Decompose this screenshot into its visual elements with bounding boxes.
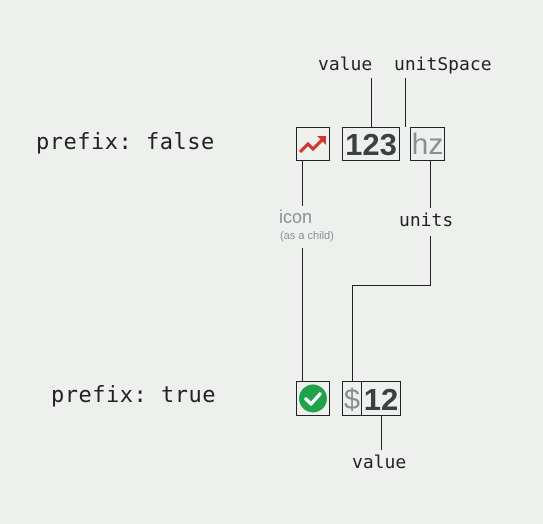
value-bottom-label: value <box>352 452 407 473</box>
trending-up-icon <box>298 136 326 154</box>
value-12-box: 12 <box>361 381 401 416</box>
value-123-box: 123 <box>342 127 400 161</box>
prefix-false-label: prefix: false <box>36 130 215 155</box>
trend-icon-box <box>296 127 330 161</box>
units-label: units <box>399 210 454 231</box>
unit-hz-box: hz <box>410 127 445 161</box>
unitspace-label: unitSpace <box>394 54 492 75</box>
prefix-true-label: prefix: true <box>51 383 216 408</box>
check-circle-icon <box>299 384 327 413</box>
check-icon-box <box>296 381 330 416</box>
unit-dollar-box: $ <box>342 381 362 416</box>
units-bottom-connector <box>352 236 431 381</box>
icon-sublabel: (as a child) <box>280 230 334 242</box>
value-top-label: value <box>318 54 373 75</box>
icon-label: icon <box>279 207 313 227</box>
